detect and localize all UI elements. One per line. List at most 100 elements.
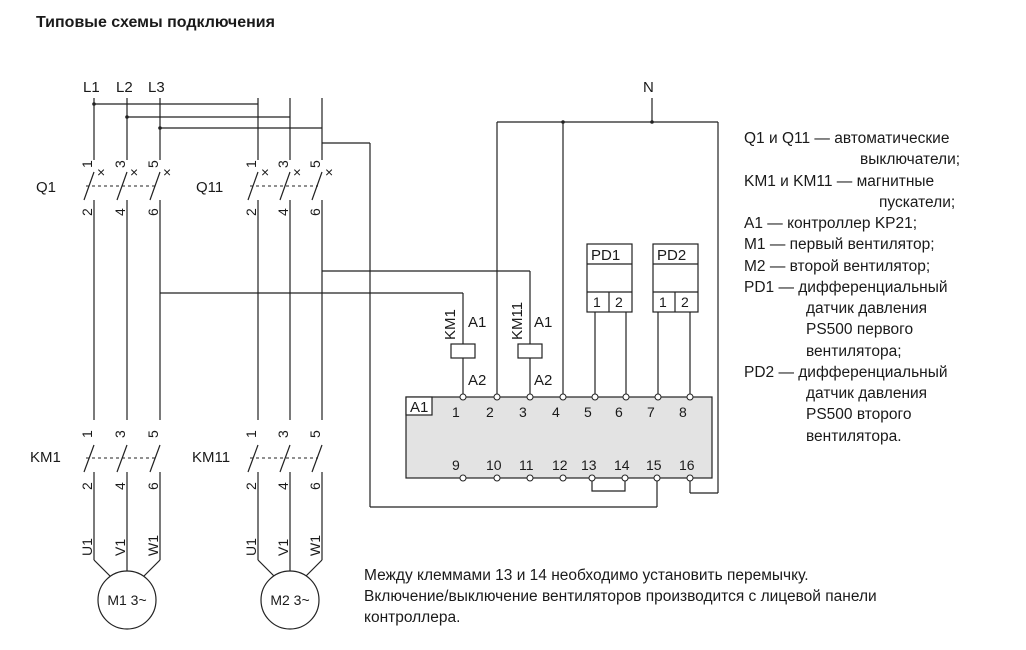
breaker-label: Q1 xyxy=(36,179,56,196)
coil-km1: KM1 A1 A2 xyxy=(442,309,486,389)
svg-text:×: × xyxy=(325,164,333,180)
sensor-terminal: 1 xyxy=(659,294,667,310)
breaker-label: Q11 xyxy=(196,179,223,196)
phase-label: W1 xyxy=(307,535,323,556)
terminal-label: 3 xyxy=(275,430,291,438)
terminal-label: 6 xyxy=(307,208,323,216)
terminal-dot xyxy=(493,474,501,482)
phase-label: U1 xyxy=(243,538,259,556)
terminal-label: 2 xyxy=(243,208,259,216)
breaker-q1: Q1 1 3 5 × × × 2 4 6 xyxy=(36,160,171,420)
supply-bus xyxy=(92,98,323,160)
legend-line: M2 — второй вентилятор; xyxy=(744,258,930,275)
controller-terminal-label: 15 xyxy=(646,457,662,473)
terminal-dot xyxy=(526,393,534,401)
terminal-label: 2 xyxy=(79,208,95,216)
line-label-l3: L3 xyxy=(148,79,165,96)
svg-text:×: × xyxy=(130,164,138,180)
controller-terminal-label: 8 xyxy=(679,404,687,420)
legend-line: датчик давления xyxy=(806,300,927,317)
line-label-n: N xyxy=(643,79,654,96)
terminal-dot xyxy=(459,393,467,401)
sensor-pd2: PD2 1 2 xyxy=(652,243,699,313)
terminal-dot xyxy=(526,474,534,482)
terminal-label: 1 xyxy=(243,430,259,438)
controller-terminal-label: 12 xyxy=(552,457,568,473)
legend-line: выключатели; xyxy=(860,151,960,168)
sensor-label: PD2 xyxy=(657,247,686,264)
controller-terminal-label: 3 xyxy=(519,404,527,420)
sensor-label: PD1 xyxy=(591,247,620,264)
terminal-label: 4 xyxy=(112,208,128,216)
legend-line: Q1 и Q11 — автоматические xyxy=(744,130,949,147)
terminal-label: 4 xyxy=(275,482,291,490)
terminal-dot xyxy=(653,474,661,482)
legend-line: пускатели; xyxy=(879,194,955,211)
terminal-label: 4 xyxy=(275,208,291,216)
footnote: Между клеммами 13 и 14 необходимо устано… xyxy=(364,567,877,626)
controller-terminal-label: 10 xyxy=(486,457,502,473)
legend-line: вентилятора. xyxy=(806,428,902,445)
terminal-label: 3 xyxy=(112,430,128,438)
phase-label: W1 xyxy=(145,535,161,556)
terminal-label: 1 xyxy=(79,430,95,438)
motor-label: M2 3~ xyxy=(270,592,309,608)
terminal-dot xyxy=(686,393,694,401)
terminal-dot xyxy=(559,393,567,401)
starter-label: KM1 xyxy=(30,449,61,466)
terminal-label: 5 xyxy=(307,160,323,168)
coil-label: KM1 xyxy=(442,309,459,340)
breaker-q11: Q11 1 3 5 × × × 2 4 6 xyxy=(196,160,333,420)
terminal-label: 5 xyxy=(145,430,161,438)
note-line: Между клеммами 13 и 14 необходимо устано… xyxy=(364,567,809,584)
controller-terminal-label: 13 xyxy=(581,457,597,473)
sensor-terminal: 2 xyxy=(615,294,623,310)
terminal-label: 5 xyxy=(307,430,323,438)
controller-terminal-label: 6 xyxy=(615,404,623,420)
terminal-label: 2 xyxy=(243,482,259,490)
starter-km11: KM11 1 3 5 2 4 6 U1 V1 W1 xyxy=(192,430,323,579)
controller-terminal-label: 2 xyxy=(486,404,494,420)
line-label-l2: L2 xyxy=(116,79,133,96)
note-line: контроллера. xyxy=(364,609,460,626)
legend-line: датчик давления xyxy=(806,385,927,402)
terminal-label: 1 xyxy=(243,160,259,168)
coil-km11: KM11 A1 A2 xyxy=(509,302,552,389)
motor-label: M1 3~ xyxy=(107,592,146,608)
terminal-label: 6 xyxy=(145,208,161,216)
controller-label: A1 xyxy=(410,399,428,416)
motor-m1: M1 3~ xyxy=(97,570,157,630)
svg-text:×: × xyxy=(163,164,171,180)
phase-label: V1 xyxy=(112,539,128,556)
controller-terminal-label: 14 xyxy=(614,457,630,473)
coil-terminal-a2: A2 xyxy=(534,372,552,389)
coil-terminal-a2: A2 xyxy=(468,372,486,389)
legend: Q1 и Q11 — автоматические выключатели; K… xyxy=(744,130,960,445)
controller-terminal-label: 1 xyxy=(452,404,460,420)
starter-label: KM11 xyxy=(192,449,230,466)
legend-line: A1 — контроллер KP21; xyxy=(744,215,917,232)
controller-terminal-label: 7 xyxy=(647,404,655,420)
sensor-terminal: 2 xyxy=(681,294,689,310)
terminal-label: 4 xyxy=(112,482,128,490)
control-wiring xyxy=(160,98,719,508)
svg-text:×: × xyxy=(293,164,301,180)
legend-line: PS500 первого xyxy=(806,321,913,338)
coil-terminal-a1: A1 xyxy=(534,314,552,331)
legend-line: PD1 — дифференциальный xyxy=(744,279,948,296)
phase-label: U1 xyxy=(79,538,95,556)
motor-m2: M2 3~ xyxy=(260,570,320,630)
terminal-dot xyxy=(459,474,467,482)
legend-line: PD2 — дифференциальный xyxy=(744,364,948,381)
terminal-label: 6 xyxy=(307,482,323,490)
terminal-dot xyxy=(591,393,599,401)
page-title: Типовые схемы подключения xyxy=(36,14,275,31)
legend-line: KM1 и KM11 — магнитные xyxy=(744,173,934,190)
legend-line: вентилятора; xyxy=(806,343,902,360)
sensor-pd1: PD1 1 2 xyxy=(586,243,633,313)
terminal-label: 5 xyxy=(145,160,161,168)
terminal-dot xyxy=(493,393,501,401)
line-label-l1: L1 xyxy=(83,79,100,96)
svg-text:×: × xyxy=(261,164,269,180)
